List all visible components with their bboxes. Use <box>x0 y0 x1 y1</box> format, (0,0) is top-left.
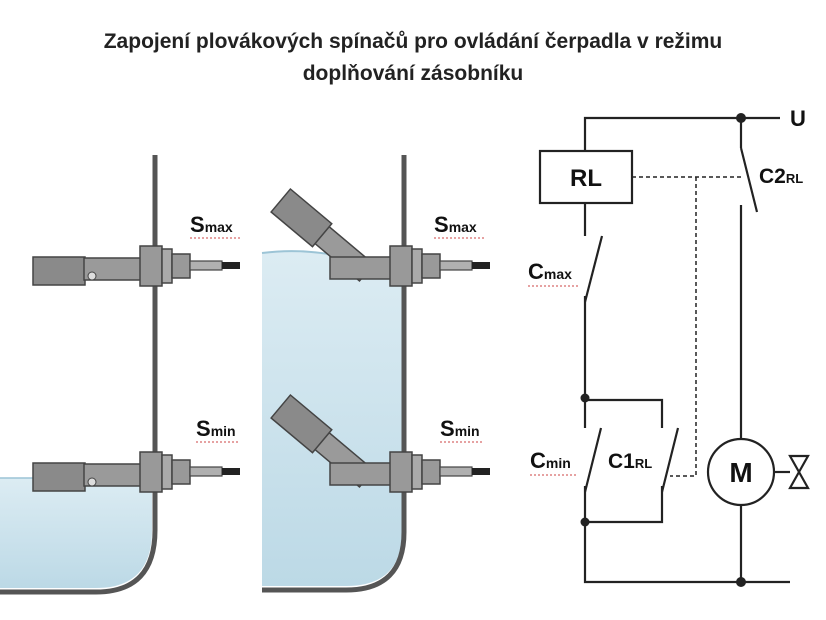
float-switch-middle-lower <box>270 393 490 493</box>
label-motor: M <box>729 457 752 488</box>
diagram-title-line2: doplňování zásobníku <box>302 62 524 85</box>
tank-middle-wall <box>262 155 407 593</box>
label-c2: C2RL <box>759 165 803 188</box>
label-relay: RL <box>570 165 602 192</box>
circuit <box>538 113 810 587</box>
water-left <box>0 478 152 588</box>
label-c-max: Cmax <box>528 259 572 284</box>
label-s-min-middle: Smin <box>440 416 480 441</box>
float-switch-left-upper <box>32 245 240 287</box>
label-supply: U <box>790 106 806 131</box>
float-switch-middle-upper <box>270 187 490 287</box>
diagram-title-line1: Zapojení plovákových spínačů pro ovládán… <box>103 30 723 53</box>
relay-coil <box>538 149 634 205</box>
tank-left <box>0 155 240 595</box>
label-c-min: Cmin <box>530 448 571 473</box>
label-s-min-left: Smin <box>196 416 236 441</box>
water-middle <box>262 251 402 587</box>
label-s-max-middle: Smax <box>434 212 477 237</box>
valve-symbol <box>788 454 810 490</box>
tank-middle <box>261 155 490 593</box>
tank-left-wall <box>0 155 158 595</box>
label-s-max-left: Smax <box>190 212 233 237</box>
float-switch-left-lower <box>32 451 240 493</box>
label-c1: C1RL <box>608 450 652 473</box>
